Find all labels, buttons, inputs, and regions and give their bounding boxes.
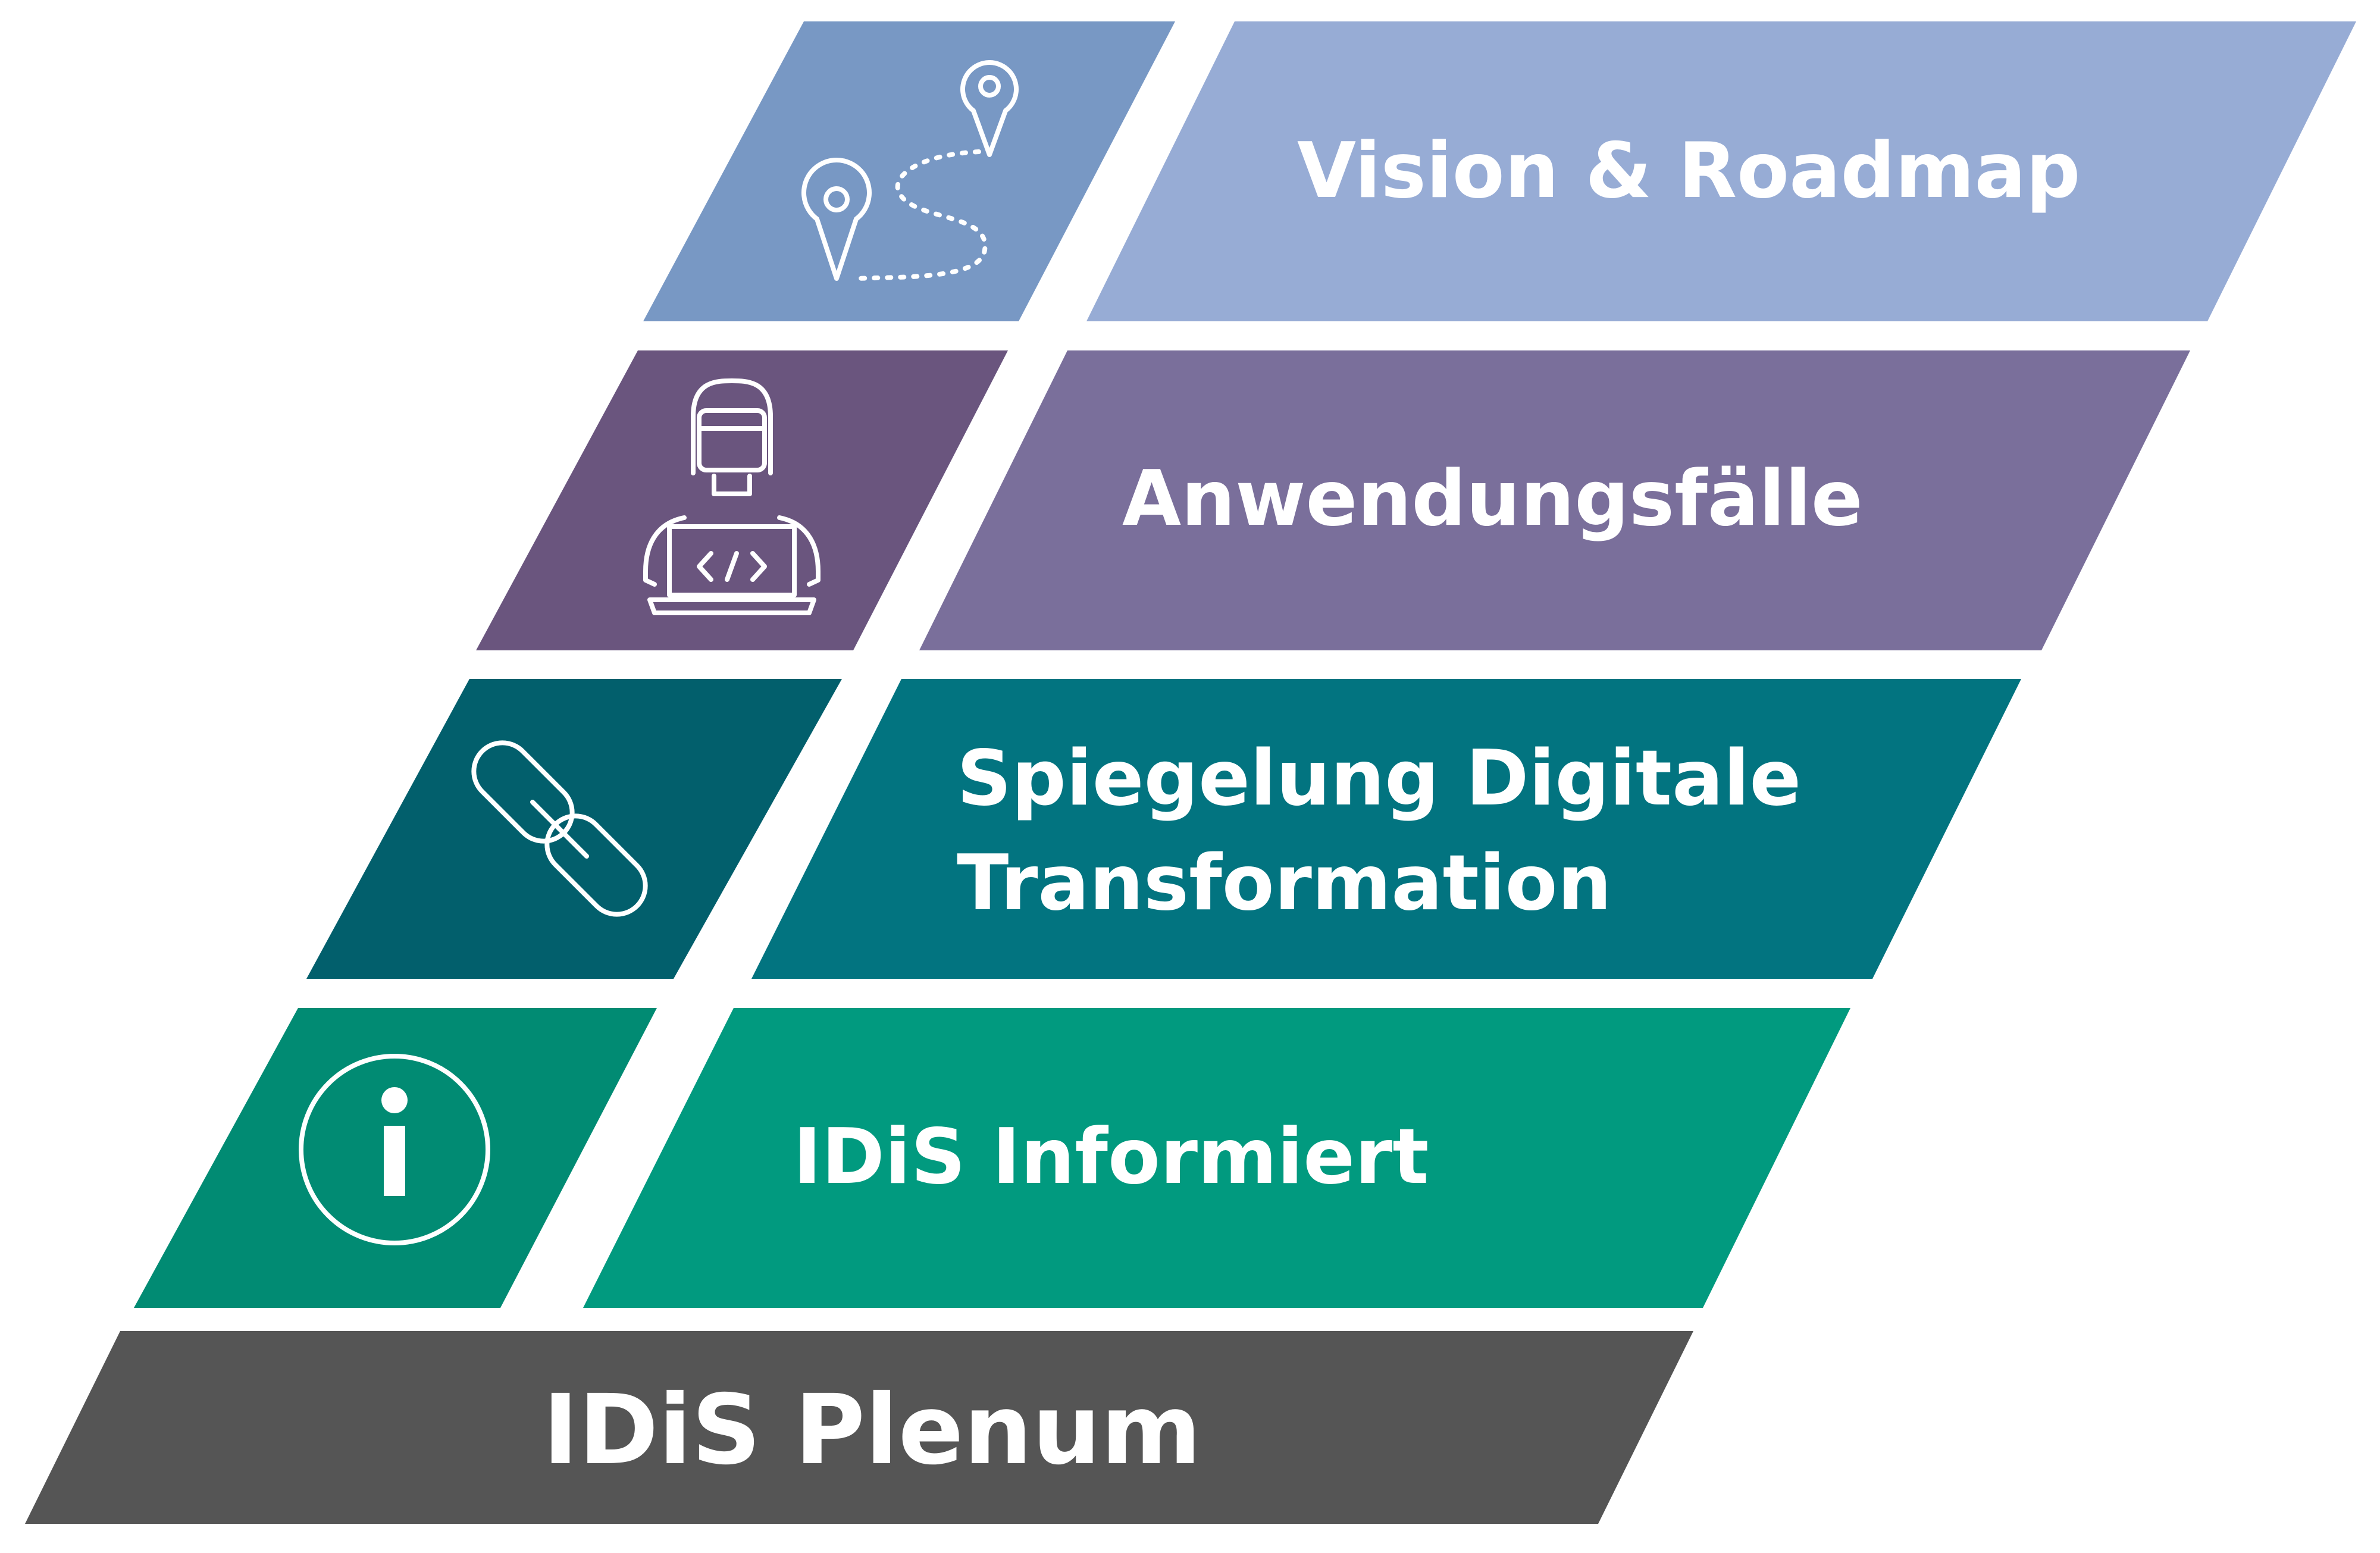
chain-link-icon (471, 740, 648, 917)
developer-laptop-icon (643, 378, 821, 615)
layer-informiert: IDiS Informiert (134, 1008, 1850, 1308)
layer-spiegelung: Spiegelung Digitale Transformation (306, 679, 2021, 979)
vision-icon-block (643, 21, 1175, 321)
layer-plenum: IDiS Plenum (25, 1331, 1693, 1524)
informed-label-block (583, 1008, 1850, 1308)
layer-anwendungsfaelle: Anwendungsfälle (476, 350, 2190, 650)
plenum-block (25, 1331, 1693, 1524)
info-icon (299, 1054, 490, 1245)
mirroring-label-block (751, 679, 2021, 979)
layer-title-mirroring-line-1: Spiegelung Digitale (957, 734, 1801, 823)
layer-title-usecases: Anwendungsfälle (1122, 455, 1863, 543)
usecases-icon-block (476, 350, 1008, 650)
layer-title-informed: IDiS Informiert (793, 1113, 1429, 1201)
layer-vision-roadmap: Vision & Roadmap (643, 21, 2356, 321)
vision-label-block (1086, 21, 2356, 321)
layer-title-plenum: IDiS Plenum (543, 1374, 1201, 1486)
map-route-icon (801, 60, 1019, 281)
layer-title-vision: Vision & Roadmap (1297, 127, 2080, 215)
mirroring-icon-block (306, 679, 842, 979)
usecases-label-block (919, 350, 2190, 650)
layer-title-mirroring-line-2: Transformation (957, 839, 1612, 928)
